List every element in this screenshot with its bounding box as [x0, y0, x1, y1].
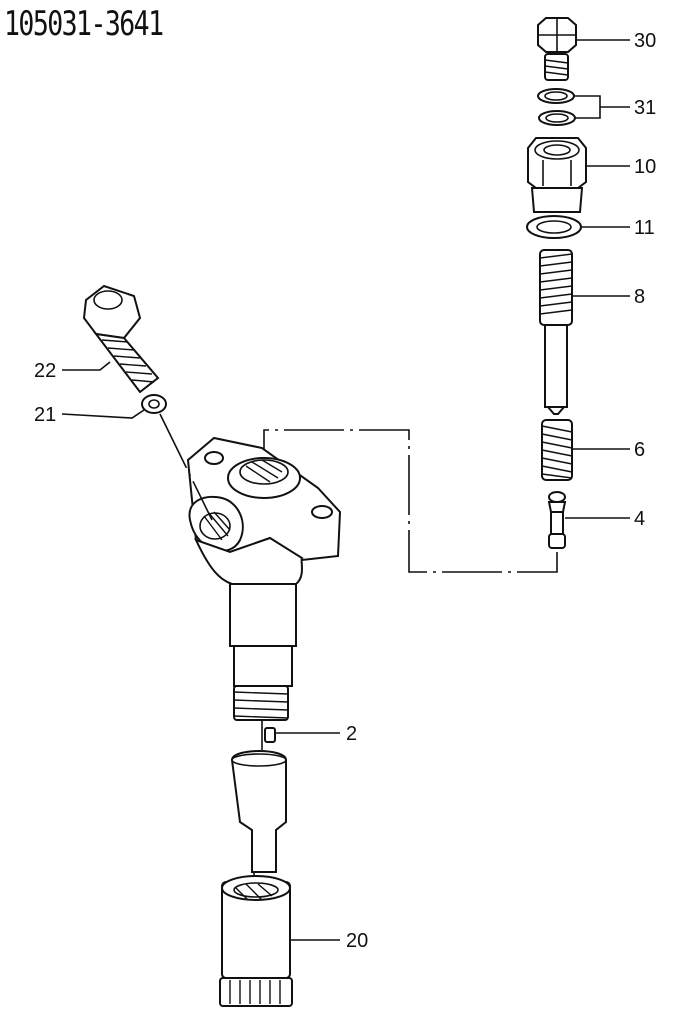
nozzle-holder-body	[186, 436, 342, 721]
part-11-gasket	[526, 215, 582, 239]
part-8-valve-holder	[539, 249, 573, 415]
callout-30: 30	[634, 30, 657, 52]
part-6-spring	[541, 419, 573, 481]
part-31-washers	[537, 88, 576, 126]
part-10-holder	[527, 137, 587, 213]
callout-6: 6	[634, 439, 646, 461]
callout-2: 2	[346, 723, 358, 745]
callout-22: 22	[34, 360, 57, 382]
part-4-valve-pin	[547, 491, 567, 549]
callout-31: 31	[634, 97, 657, 119]
inlet-centreline	[159, 413, 213, 521]
callout-8: 8	[634, 286, 646, 308]
part-21-washer	[141, 394, 167, 414]
nozzle	[230, 750, 287, 882]
callout-4: 4	[634, 508, 646, 530]
part-number-title: 105031-3641	[4, 4, 164, 44]
callout-21: 21	[34, 404, 57, 426]
leader-lines	[61, 39, 630, 941]
part-30-hollow-bolt	[537, 17, 577, 81]
part-20-retaining-nut	[219, 875, 293, 1007]
callout-10: 10	[634, 156, 657, 178]
callout-20: 20	[346, 930, 369, 952]
part-2-pin	[261, 720, 276, 750]
callout-11: 11	[634, 217, 655, 239]
assembly-path-line	[263, 429, 558, 573]
part-22-inlet-connector	[82, 284, 160, 394]
